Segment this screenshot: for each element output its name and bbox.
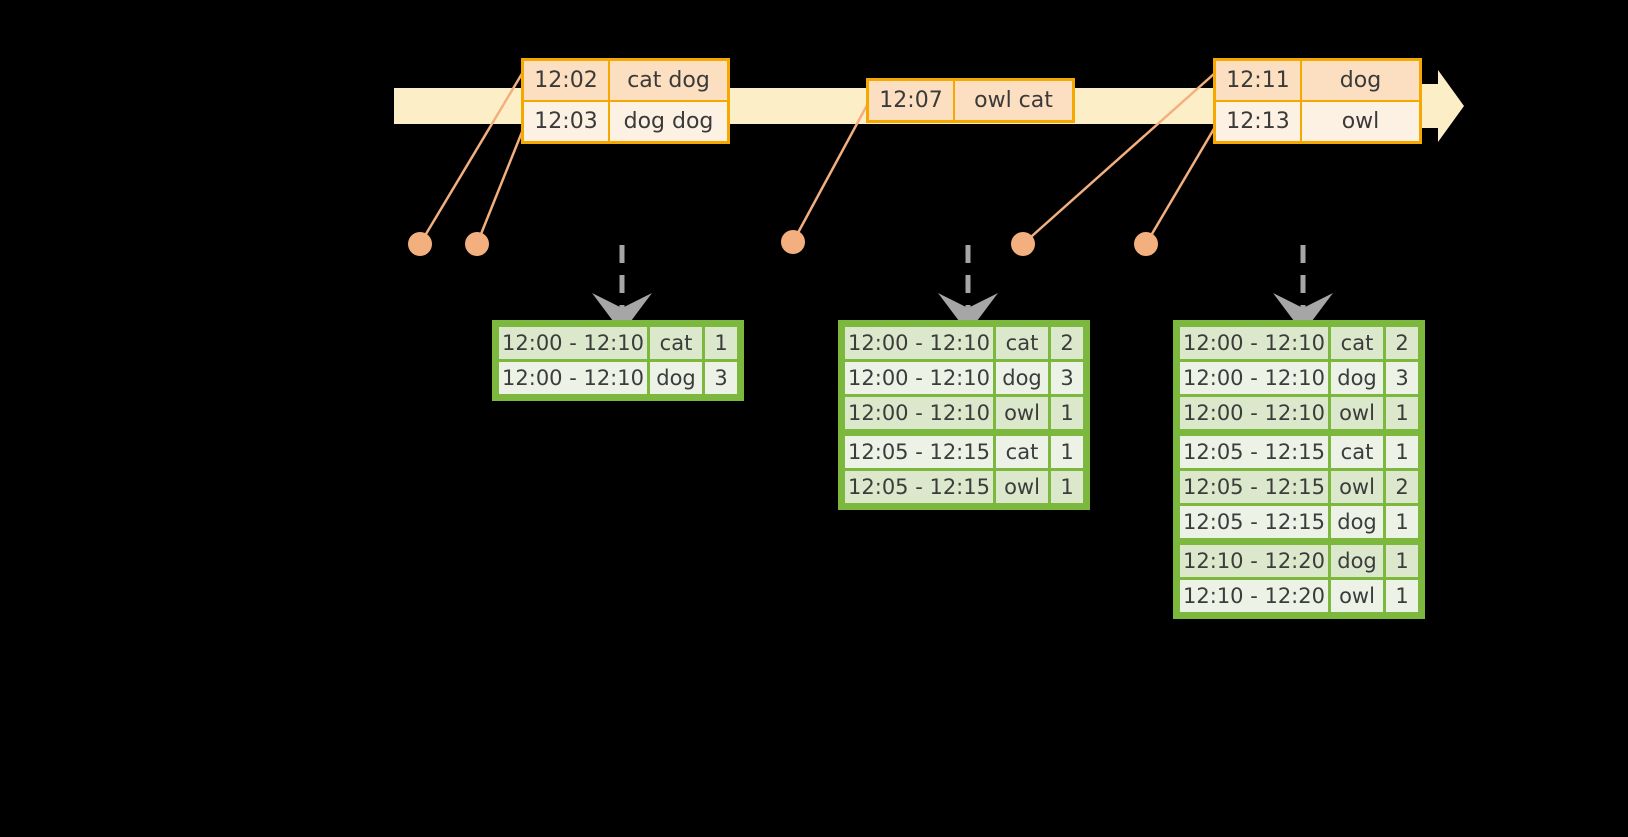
- word-cell: owl: [1331, 397, 1383, 429]
- event-words: owl cat: [955, 81, 1072, 120]
- window-cell: 12:05 - 12:15: [1180, 436, 1328, 468]
- event-timestamp: 12:02: [524, 61, 610, 100]
- count-cell: 1: [1386, 436, 1418, 468]
- word-cell: owl: [1331, 471, 1383, 503]
- count-cell: 2: [1051, 327, 1083, 359]
- word-cell: dog: [1331, 362, 1383, 394]
- window-cell: 12:10 - 12:20: [1180, 580, 1328, 612]
- count-cell: 3: [705, 362, 737, 394]
- word-cell: dog: [996, 362, 1048, 394]
- connector-3-dot: [781, 230, 805, 254]
- word-cell: cat: [996, 327, 1048, 359]
- window-cell: 12:00 - 12:10: [499, 327, 647, 359]
- connector-1-line: [418, 71, 525, 245]
- word-cell: cat: [650, 327, 702, 359]
- connector-5-dot: [1134, 232, 1158, 256]
- word-cell: owl: [996, 397, 1048, 429]
- window-cell: 12:00 - 12:10: [1180, 397, 1328, 429]
- window-cell: 12:05 - 12:15: [1180, 471, 1328, 503]
- connector-5-line: [1144, 121, 1220, 245]
- connector-3-line: [791, 95, 874, 243]
- count-cell: 1: [1386, 545, 1418, 577]
- event-words: dog: [1302, 61, 1419, 100]
- event-timestamp: 12:03: [524, 102, 610, 141]
- count-cell: 3: [1051, 362, 1083, 394]
- window-cell: 12:10 - 12:20: [1180, 545, 1328, 577]
- count-cell: 1: [1386, 506, 1418, 538]
- event-words: owl: [1302, 102, 1419, 141]
- window-cell: 12:00 - 12:10: [499, 362, 647, 394]
- connector-1-dot: [408, 232, 432, 256]
- word-cell: cat: [1331, 436, 1383, 468]
- count-cell: 1: [1051, 471, 1083, 503]
- count-cell: 2: [1386, 327, 1418, 359]
- connector-2-dot: [465, 232, 489, 256]
- word-cell: owl: [996, 471, 1048, 503]
- window-cell: 12:00 - 12:10: [845, 362, 993, 394]
- event-timestamp: 12:13: [1216, 102, 1302, 141]
- event-timestamp: 12:07: [869, 81, 955, 120]
- connector-4-dot: [1011, 232, 1035, 256]
- word-cell: owl: [1331, 580, 1383, 612]
- count-cell: 1: [705, 327, 737, 359]
- window-cell: 12:05 - 12:15: [845, 471, 993, 503]
- window-cell: 12:00 - 12:10: [1180, 362, 1328, 394]
- word-cell: dog: [1331, 506, 1383, 538]
- window-cell: 12:00 - 12:10: [845, 397, 993, 429]
- event-words: cat dog: [610, 61, 727, 100]
- event-words: dog dog: [610, 102, 727, 141]
- count-cell: 2: [1386, 471, 1418, 503]
- word-cell: cat: [996, 436, 1048, 468]
- window-cell: 12:05 - 12:15: [845, 436, 993, 468]
- word-cell: dog: [1331, 545, 1383, 577]
- count-cell: 1: [1386, 397, 1418, 429]
- event-timestamp: 12:11: [1216, 61, 1302, 100]
- window-cell: 12:00 - 12:10: [1180, 327, 1328, 359]
- word-cell: dog: [650, 362, 702, 394]
- connector-2-line: [475, 121, 528, 245]
- count-cell: 3: [1386, 362, 1418, 394]
- window-cell: 12:00 - 12:10: [845, 327, 993, 359]
- word-cell: cat: [1331, 327, 1383, 359]
- count-cell: 1: [1051, 436, 1083, 468]
- count-cell: 1: [1386, 580, 1418, 612]
- count-cell: 1: [1051, 397, 1083, 429]
- window-cell: 12:05 - 12:15: [1180, 506, 1328, 538]
